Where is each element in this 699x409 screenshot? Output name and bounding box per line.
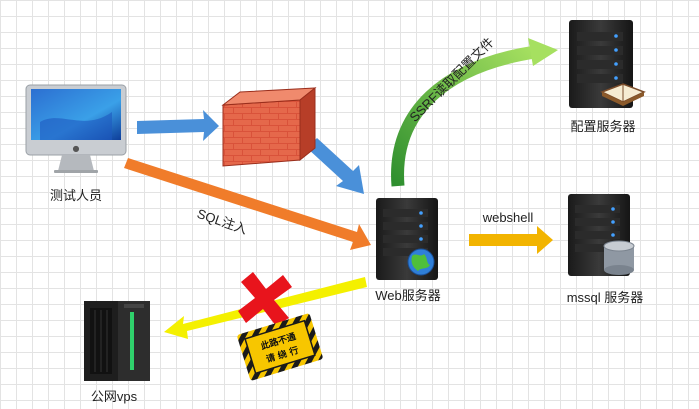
computer-icon: ● (25, 84, 127, 173)
label-web-server: Web服务器 (375, 288, 441, 303)
label-public-vps: 公网vps (91, 389, 138, 404)
globe-icon (407, 248, 435, 276)
arrow-tester-to-firewall (137, 110, 219, 141)
svg-text:●: ● (73, 144, 80, 153)
detour-sign: 此路不通 请 绕 行 (237, 313, 323, 381)
database-icon (603, 240, 635, 275)
label-config-server: 配置服务器 (570, 119, 635, 134)
blocked-x-icon (238, 272, 292, 326)
label-tester: 测试人员 (50, 188, 102, 203)
arrow-webshell (469, 226, 553, 254)
firewall-icon (221, 86, 317, 167)
arrow-sqli (124, 158, 371, 250)
label-ssrf: SSRF读取配置文件 (407, 35, 497, 125)
arrow-firewall-to-web (307, 138, 364, 194)
label-webshell: webshell (482, 210, 534, 225)
book-icon (600, 83, 646, 106)
rack-server-icon (84, 301, 150, 381)
label-sqli: SQL注入 (195, 206, 249, 237)
arrow-ssrf (391, 38, 558, 187)
label-mssql-server: mssql 服务器 (567, 290, 644, 305)
